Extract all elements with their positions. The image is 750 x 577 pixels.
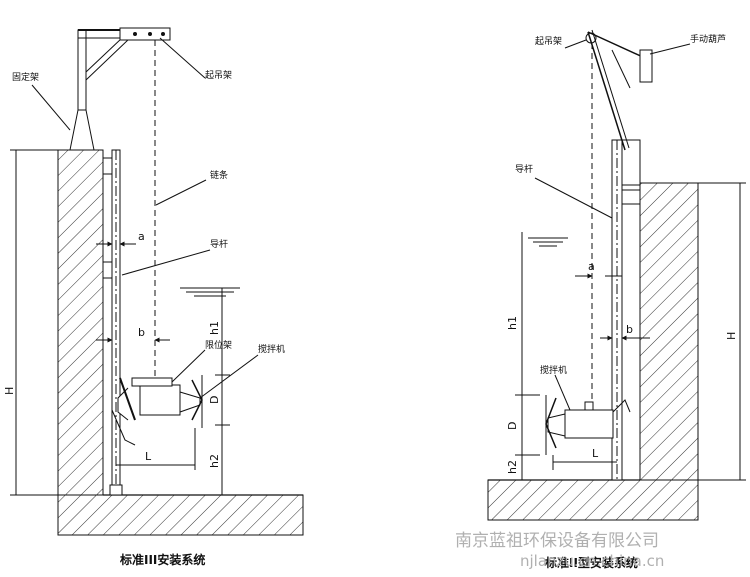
watermark-site: njlanzu.cn.china.cn [520,552,664,570]
watermark-company: 南京蓝祖环保设备有限公司 [455,531,659,551]
right-floor-hatch [487,479,699,521]
right-mixer [545,395,631,455]
right-label-hand-hoist: 手动葫芦 [690,33,726,45]
right-water-surface [528,237,568,247]
right-wall-hatch [639,182,699,481]
left-label-fixed-frame: 固定架 [12,71,39,83]
right-guide-rod [611,139,641,481]
left-fixed-frame [69,27,171,151]
left-guide-rod [102,149,123,496]
left-floor-hatch [57,494,304,536]
left-dim-a: a [138,230,145,243]
left-label-chain: 链条 [210,169,228,181]
right-label-lifting-frame: 起吊架 [535,36,562,47]
left-installation-drawing [10,27,304,536]
left-dim-H: H [3,387,16,395]
right-dim-L: L [592,447,599,460]
left-label-guide-rod: 导杆 [210,238,228,250]
right-lifting-frame [585,29,653,151]
right-dim-H: H [725,332,738,340]
right-installation-drawing [487,29,746,521]
left-dim-D: D [208,396,221,404]
right-caption: 标准II型安装系统 [544,555,638,570]
right-dim-D: D [506,422,519,430]
right-dim-a: a [588,260,595,273]
left-label-mixer: 搅拌机 [258,343,285,355]
left-dim-h1: h1 [208,321,221,335]
left-dim-h2: h2 [208,454,221,468]
right-dim-b: b [626,323,633,336]
left-label-lifting-frame: 起吊架 [205,70,232,81]
left-label-positioning-frame: 限位架 [205,339,232,351]
left-dim-b: b [138,326,145,339]
left-wall-hatch [57,149,104,496]
right-label-mixer: 搅拌机 [540,364,567,376]
left-mixer [111,375,203,446]
right-label-guide-rod: 导杆 [515,163,533,175]
left-dim-L: L [145,450,152,463]
left-caption: 标准III安装系统 [119,552,205,567]
right-dim-h1: h1 [506,316,519,330]
left-water-surface [180,287,240,297]
right-dim-h2: h2 [506,460,519,474]
